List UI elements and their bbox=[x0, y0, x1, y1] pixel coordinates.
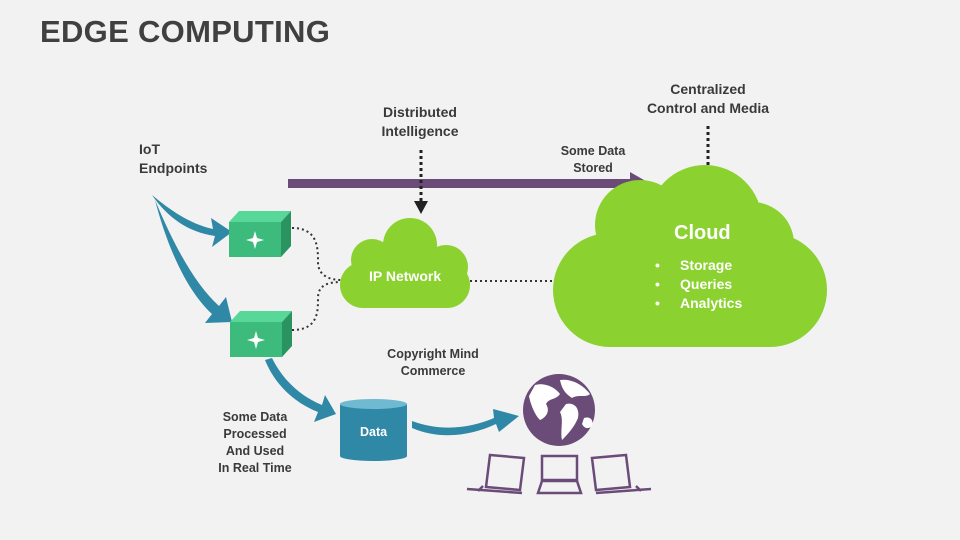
iot-arrow-2 bbox=[155, 200, 232, 323]
data-label: Data bbox=[360, 425, 388, 439]
distributed-dotted-arrow bbox=[414, 150, 428, 214]
cloud-item-analytics: Analytics bbox=[655, 294, 742, 313]
node-to-data-arrow bbox=[265, 358, 336, 422]
dotted-connectors bbox=[291, 227, 555, 331]
edge-node-1 bbox=[229, 211, 291, 257]
laptop-right-icon bbox=[590, 453, 652, 495]
cloud-item-storage: Storage bbox=[655, 256, 742, 275]
laptop-center-icon bbox=[536, 454, 583, 495]
page-title: EDGE COMPUTING bbox=[40, 14, 331, 49]
data-to-globe-arrow bbox=[412, 409, 519, 436]
laptop-left-icon bbox=[466, 453, 526, 495]
cloud-item-queries: Queries bbox=[655, 275, 742, 294]
cloud-feature-list: Storage Queries Analytics bbox=[655, 256, 742, 313]
ip-network-cloud bbox=[340, 218, 470, 308]
cloud-title: Cloud bbox=[674, 222, 731, 244]
iot-arrow-1 bbox=[152, 195, 232, 247]
data-cylinder bbox=[340, 399, 407, 461]
ip-network-label: IP Network bbox=[369, 268, 442, 284]
edge-node-2 bbox=[230, 311, 292, 357]
globe-icon bbox=[523, 374, 595, 446]
